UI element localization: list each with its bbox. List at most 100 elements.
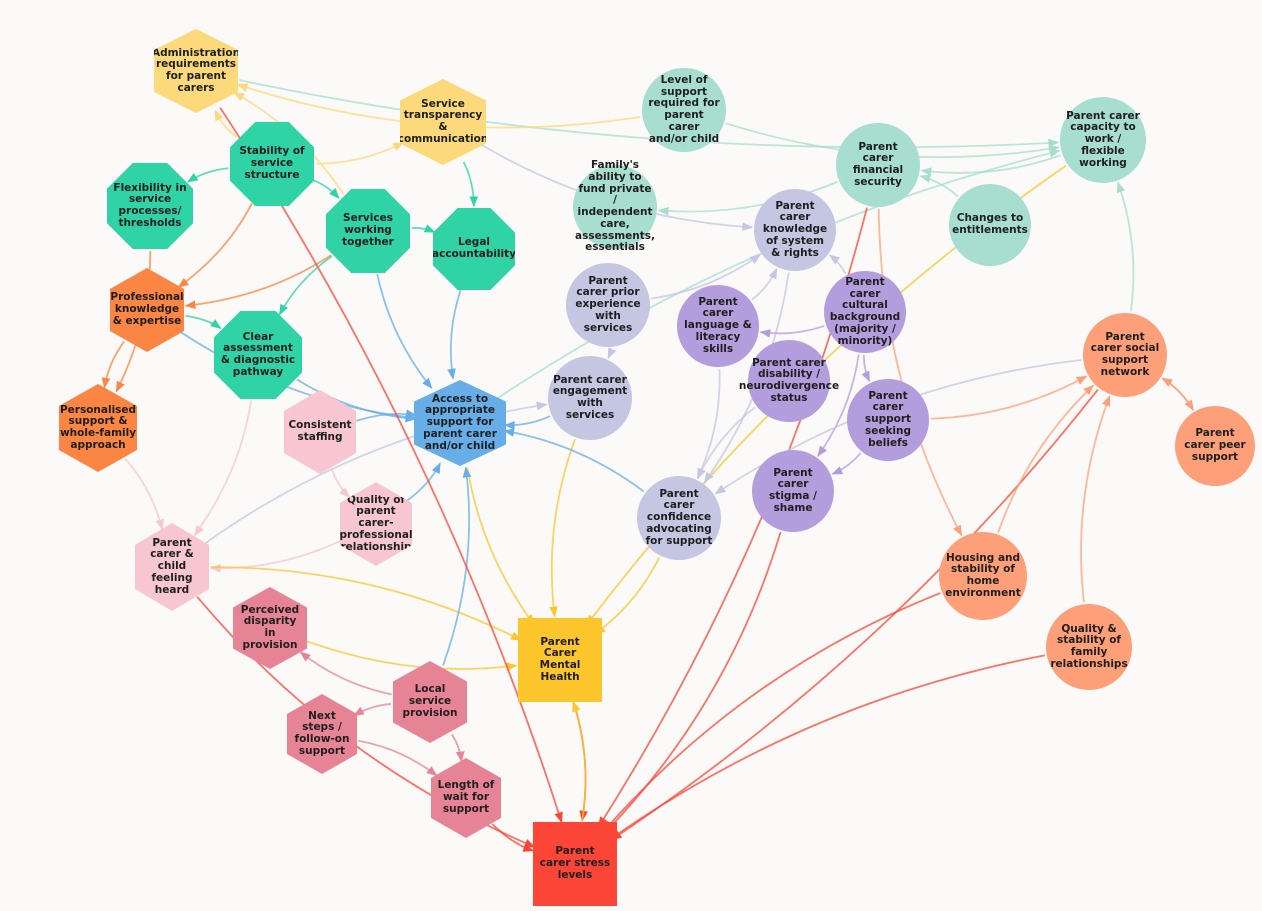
edge-capacity-to-finance (920, 154, 1061, 176)
node-assessment: Clear assessment & diagnostic pathway (214, 311, 302, 399)
node-label: Housing and stability of home environmen… (945, 551, 1021, 599)
edge-disability-to-confidence (696, 406, 756, 480)
node-label: Parent carer peer support (1184, 427, 1246, 463)
edge-assessment-to-access (296, 378, 417, 423)
edge-housing-to-stress (603, 592, 941, 832)
edge-personalised-to-heard (124, 458, 164, 531)
node-knowledge: Parent carer knowledge of system & right… (754, 189, 836, 271)
node-label: Personalised support & whole-family appr… (59, 403, 137, 451)
node-admin: Administration requirements for parent c… (154, 29, 238, 113)
node-disparity: Perceived disparity in provision (233, 587, 307, 669)
node-flex: Flexibility in service processes/ thresh… (107, 163, 193, 249)
node-together: Services working together (326, 189, 410, 273)
edge-stress-to-mental (572, 700, 587, 821)
edge-staffing-to-quality (330, 467, 350, 498)
edge-local-to-nextsteps (353, 703, 392, 717)
edge-assessment-to-heard (193, 400, 253, 537)
edge-stability-to-transparency (315, 141, 404, 165)
edge-culture-to-knowledge (828, 254, 847, 275)
edge-legal-to-access (447, 289, 462, 380)
edge-together-to-legal (411, 224, 436, 233)
node-label: Parent carer capacity to work / flexible… (1066, 109, 1140, 169)
node-label: Parent carer disability / neurodivergenc… (738, 356, 840, 404)
node-language: Parent carer language & literacy skills (677, 285, 759, 367)
node-label: Parent carer language & literacy skills (684, 295, 752, 355)
edge-family-to-social (1080, 395, 1111, 603)
edge-nextsteps-to-wait (358, 739, 438, 777)
edge-engagement-to-access (503, 415, 551, 430)
edge-transparency-to-legal (462, 161, 479, 208)
node-seeking: Parent carer support seeking beliefs (847, 379, 929, 461)
node-social: Parent carer social support network (1083, 313, 1167, 397)
node-stability: Stability of service structure (230, 122, 314, 206)
node-label: Legal accountability (432, 236, 516, 260)
node-label: Consistent staffing (288, 419, 352, 443)
edge-language-to-knowledge (751, 267, 778, 301)
node-disability: Parent carer disability / neurodivergenc… (739, 340, 839, 422)
node-quality: Quality of parent carer-professional rel… (340, 482, 412, 566)
edge-disparity-to-mental (306, 640, 518, 672)
edge-stability-to-prof (177, 202, 253, 288)
edge-prior-to-knowledge (651, 254, 761, 300)
node-prior: Parent carer prior experience with servi… (566, 263, 650, 347)
node-level: Level of support required for parent car… (642, 68, 726, 152)
node-label: Professional knowledge & expertise (110, 291, 184, 327)
node-label: Level of support required for parent car… (648, 73, 720, 145)
edge-finance-to-housing (877, 208, 963, 537)
node-label: Length of wait for support (437, 779, 495, 815)
edge-social-to-capacity (1117, 181, 1135, 312)
edge-quality-to-heard (209, 539, 343, 573)
edge-culture-to-language (759, 325, 825, 338)
node-label: Clear assessment & diagnostic pathway (220, 330, 296, 378)
node-label: Parent carer knowledge of system & right… (762, 199, 828, 259)
edge-finance-to-fund (657, 181, 838, 216)
edge-social-to-peer (1161, 377, 1195, 411)
node-label: Family's ability to fund private / indep… (575, 159, 656, 254)
node-engagement: Parent carer engagement with services (548, 356, 632, 440)
node-label: Next steps / follow-on support (294, 709, 350, 757)
edge-quality-to-access (405, 462, 441, 502)
edge-language-to-confidence (696, 368, 721, 480)
node-label: Parent carer cultural background (majori… (829, 275, 901, 347)
edge-family-to-stress (610, 654, 1045, 840)
edge-housing-to-social (997, 384, 1095, 533)
node-capacity: Parent carer capacity to work / flexible… (1060, 97, 1146, 183)
node-housing: Housing and stability of home environmen… (939, 532, 1027, 620)
node-label: Quality of parent carer-professional rel… (339, 493, 413, 553)
edge-prof-to-personalised (101, 341, 125, 389)
node-label: Changes to entitlements (952, 212, 1028, 236)
edge-wait-to-stress (491, 823, 535, 852)
edge-heard-to-mental (210, 566, 522, 641)
node-label: Parent carer prior experience with servi… (575, 274, 641, 334)
node-fund: Family's ability to fund private / indep… (573, 159, 657, 253)
node-staffing: Consistent staffing (284, 390, 356, 474)
edge-prior-to-engagement (607, 347, 617, 359)
edge-together-to-access (376, 273, 433, 389)
edge-local-to-wait (451, 733, 465, 763)
node-confidence: Parent carer confidence advocating for s… (637, 476, 721, 560)
node-label: Flexibility in service processes/ thresh… (113, 181, 187, 229)
edge-stigma-to-stress (604, 531, 782, 834)
edge-peer-to-social (1161, 377, 1195, 411)
edge-culture-to-seeking (861, 354, 871, 383)
node-legal: Legal accountability (433, 208, 515, 290)
edge-together-to-assessment (278, 255, 333, 316)
node-label: Access to appropriate support for parent… (423, 392, 497, 452)
node-stigma: Parent carer stigma / shame (752, 450, 834, 532)
node-label: Parent carer engagement with services (552, 373, 628, 421)
node-stress: Parent carer stress levels (533, 822, 617, 906)
node-label: Parent carer confidence advocating for s… (645, 487, 713, 547)
edge-engagement-to-mental (549, 439, 576, 618)
edge-confidence-to-mental (594, 556, 661, 635)
edge-seeking-to-stigma (831, 452, 862, 475)
node-label: Parent carer & child feeling heard (150, 536, 194, 596)
node-transparency: Service transparency & communication (400, 79, 486, 165)
node-entitle: Changes to entitlements (949, 184, 1031, 266)
edge-seeking-to-social (930, 375, 1088, 420)
node-label: Parent carer financial security (852, 140, 904, 188)
node-label: Local service provision (402, 683, 458, 719)
edge-entitle-to-finance (919, 174, 959, 198)
node-local: Local service provision (393, 661, 467, 743)
node-label: Parent Carer Mental Health (539, 635, 581, 683)
